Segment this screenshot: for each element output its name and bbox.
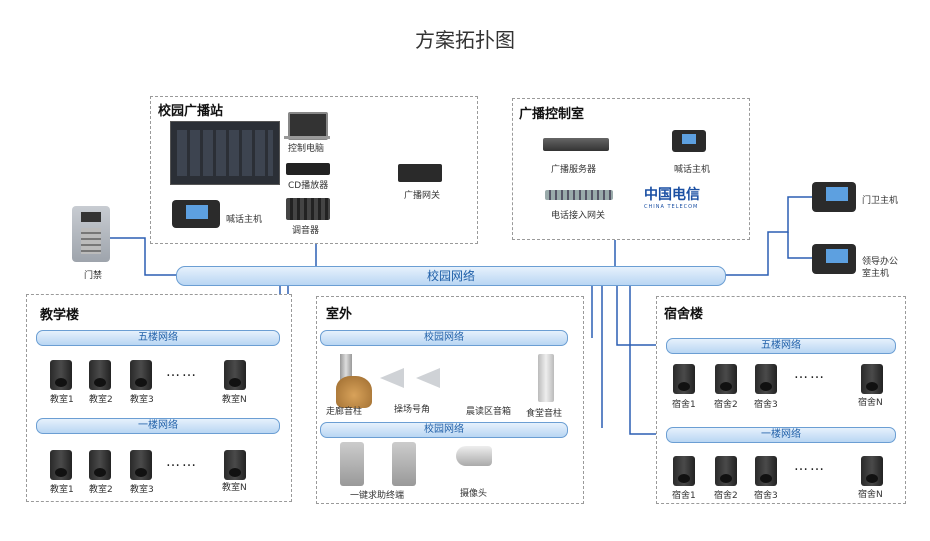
dorm-1f-speaker-1 [673, 456, 695, 486]
dorm-5f-room-3: 宿舍3 [754, 400, 778, 410]
china-telecom-logo: 中国电信 CHINA TELECOM [644, 187, 700, 210]
laptop-base [284, 136, 330, 139]
teaching-5f-network: 五楼网络 [36, 330, 280, 346]
broadcast-server-label: 广播服务器 [551, 165, 597, 175]
teaching-5f-speaker-n [224, 360, 246, 390]
dorm-5f-room-n: 宿舍N [858, 398, 883, 408]
broadcast-server-icon [543, 138, 609, 151]
dorm-5f-speaker-3 [755, 364, 777, 394]
teaching-1f-room-1: 教室1 [50, 485, 74, 495]
dorm-5f-room-1: 宿舍1 [672, 400, 696, 410]
control-computer-label: 控制电脑 [288, 144, 325, 154]
outdoor-network-top: 校园网络 [320, 330, 568, 346]
mixer-label: 调音器 [292, 226, 320, 236]
control-room-panel [512, 98, 750, 240]
dorm-5f-speaker-1 [673, 364, 695, 394]
control-room-title: 广播控制室 [519, 107, 585, 122]
help-terminal-label: 一键求助终端 [350, 491, 405, 501]
campus-network-backbone: 校园网络 [176, 266, 726, 286]
teaching-1f-speaker-1 [50, 450, 72, 480]
teaching-5f-ellipsis: …… [166, 364, 198, 380]
dorm-5f-ellipsis: …… [794, 366, 826, 382]
paging-host-icon [672, 130, 706, 152]
teaching-5f-room-n: 教室N [222, 395, 247, 405]
dorm-1f-speaker-3 [755, 456, 777, 486]
teaching-1f-room-2: 教室2 [89, 485, 113, 495]
cd-player-icon [286, 163, 330, 175]
door-access-label: 门禁 [84, 271, 103, 281]
teaching-1f-speaker-n [224, 450, 246, 480]
broadcast-station-title: 校园广播站 [158, 104, 224, 119]
camera-icon [456, 446, 492, 466]
control-software-screenshot [170, 121, 280, 185]
leader-office-label-2: 室主机 [862, 269, 890, 279]
dorm-1f-network: 一楼网络 [666, 427, 896, 443]
teaching-5f-room-2: 教室2 [89, 395, 113, 405]
camera-label: 摄像头 [460, 489, 488, 499]
broadcast-gateway-label: 广播网关 [404, 191, 441, 201]
dorm-5f-speaker-n [861, 364, 883, 394]
dorm-1f-speaker-n [861, 456, 883, 486]
canteen-speaker-label: 食堂音柱 [526, 409, 563, 419]
broadcast-gateway-icon [398, 164, 442, 182]
mixer-icon [286, 198, 330, 220]
dorm-1f-speaker-2 [715, 456, 737, 486]
paging-console-label: 喊话主机 [226, 215, 263, 225]
outdoor-network-bottom: 校园网络 [320, 422, 568, 438]
rock-speaker-icon [336, 376, 372, 408]
door-access-icon [72, 206, 110, 262]
diagram-title: 方案拓扑图 [415, 28, 515, 52]
leader-office-label-1: 领导办公 [862, 257, 899, 267]
phone-gateway-label: 电话接入网关 [551, 211, 606, 221]
teaching-5f-speaker-2 [89, 360, 111, 390]
help-terminal-2-icon [392, 442, 416, 486]
dorm-1f-ellipsis: …… [794, 458, 826, 474]
cd-player-label: CD播放器 [288, 181, 329, 191]
teaching-1f-room-n: 教室N [222, 483, 247, 493]
teaching-1f-speaker-3 [130, 450, 152, 480]
reading-area-speaker-label: 晨读区音箱 [466, 407, 512, 417]
dorm-5f-room-2: 宿舍2 [714, 400, 738, 410]
teaching-5f-room-3: 教室3 [130, 395, 154, 405]
leader-office-host-icon [812, 244, 856, 274]
teaching-5f-speaker-3 [130, 360, 152, 390]
dorm-1f-room-n: 宿舍N [858, 490, 883, 500]
teaching-1f-ellipsis: …… [166, 454, 198, 470]
teaching-5f-room-1: 教室1 [50, 395, 74, 405]
teaching-1f-speaker-2 [89, 450, 111, 480]
paging-console-icon [172, 200, 220, 228]
phone-gateway-icon [545, 190, 613, 200]
dorm-1f-room-2: 宿舍2 [714, 491, 738, 501]
dorm-5f-network: 五楼网络 [666, 338, 896, 354]
paging-host-label: 喊话主机 [674, 165, 711, 175]
dorm-5f-speaker-2 [715, 364, 737, 394]
teaching-1f-room-3: 教室3 [130, 485, 154, 495]
teaching-5f-speaker-1 [50, 360, 72, 390]
help-terminal-1-icon [340, 442, 364, 486]
horn-speaker-icon [380, 366, 442, 390]
dorm-1f-room-3: 宿舍3 [754, 491, 778, 501]
guard-host-label: 门卫主机 [862, 196, 899, 206]
guard-host-icon [812, 182, 856, 212]
canteen-column-speaker-icon [538, 354, 554, 402]
dormitory-title: 宿舍楼 [664, 307, 704, 322]
teaching-building-title: 教学楼 [40, 308, 80, 323]
playground-horn-label: 操场号角 [394, 405, 431, 415]
outdoor-title: 室外 [326, 307, 353, 322]
teaching-1f-network: 一楼网络 [36, 418, 280, 434]
dorm-1f-room-1: 宿舍1 [672, 491, 696, 501]
corridor-speaker-label: 走廊音柱 [326, 407, 363, 417]
control-computer-icon [288, 112, 328, 140]
